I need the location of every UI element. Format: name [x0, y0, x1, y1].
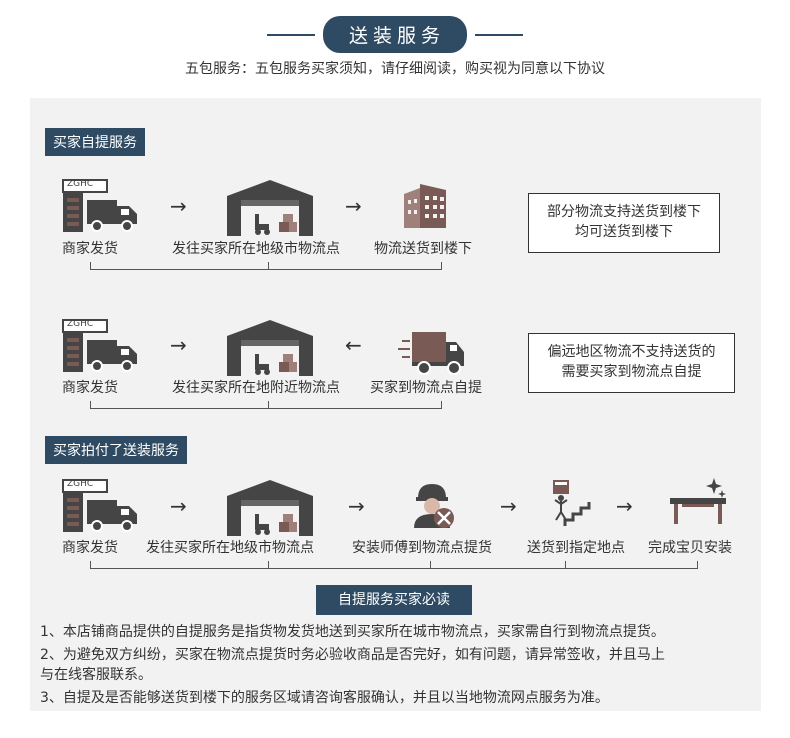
page-subtitle: 五包服务：五包服务买家须知，请仔细阅读，购买视为同意以下协议 [185, 61, 605, 77]
row1-note-line1: 部分物流支持送货到楼下 [547, 204, 701, 220]
page-title: 送装服务 [322, 16, 467, 53]
row1-step1-label: 商家发货 [62, 241, 118, 257]
row1-note: 部分物流支持送货到楼下 均可送货到楼下 [528, 193, 720, 253]
section2-step3-label: 安装师傅到物流点提货 [352, 540, 492, 556]
section-tag-delivery-install: 买家拍付了送装服务 [45, 436, 187, 464]
row2-note-line1: 偏远地区物流不支持送货的 [547, 344, 716, 360]
arrow-right-icon: → [345, 194, 362, 218]
truck-logo-text: ZGHC [67, 179, 94, 189]
title-wrap: 送装服务 [0, 16, 790, 53]
row1-step2-label: 发往买家所在地级市物流点 [172, 241, 340, 257]
arrow-right-icon: → [616, 494, 633, 518]
row2-bracket [90, 401, 442, 409]
row1-note-line2: 均可送货到楼下 [575, 224, 673, 240]
shipping-truck-icon: ZGHC [60, 178, 142, 234]
row2-step1-label: 商家发货 [62, 380, 118, 396]
title-line-left [266, 33, 315, 36]
rule-item: 3、自提及是否能够送货到楼下的服务区域请咨询客服确认，并且以当地物流网点服务为准… [40, 690, 609, 706]
arrow-right-icon: → [170, 333, 187, 357]
row2-step3-label: 买家到物流点自提 [370, 380, 482, 396]
section2-step1-label: 商家发货 [62, 540, 118, 556]
title-line-right [475, 33, 523, 36]
fast-delivery-truck-icon [398, 326, 468, 376]
row2-bracket-tick [268, 401, 269, 409]
table-installed-icon [668, 476, 728, 526]
warehouse-icon [225, 318, 315, 378]
rule-item: 2、为避免双方纠纷，买家在物流点提货时务必验收商品是否完好，如有问题，请异常签收… [40, 647, 665, 663]
truck-logo-text: ZGHC [67, 319, 94, 329]
must-read-tag: 自提服务买家必读 [316, 585, 472, 615]
warehouse-icon [225, 178, 315, 238]
rule-item: 与在线客服联系。 [40, 667, 152, 683]
section2-bracket [90, 561, 698, 569]
row1-bracket [90, 262, 442, 270]
header: 送装服务 五包服务：五包服务买家须知，请仔细阅读，购买视为同意以下协议 [0, 0, 790, 110]
section2-step2-label: 发往买家所在地级市物流点 [146, 540, 314, 556]
arrow-left-icon: ← [345, 333, 362, 357]
warehouse-icon [225, 478, 315, 538]
rule-item: 1、本店铺商品提供的自提服务是指货物发货地送到买家所在城市物流点，买家需自行到物… [40, 624, 665, 640]
row2-step2-label: 发往买家所在地附近物流点 [172, 380, 340, 396]
arrow-right-icon: → [500, 494, 517, 518]
arrow-right-icon: → [170, 194, 187, 218]
delivery-stairs-icon [543, 478, 593, 528]
row2-note-line2: 需要买家到物流点自提 [561, 364, 702, 380]
section2-bracket-tick [430, 561, 431, 569]
section-tag-self-pickup: 买家自提服务 [45, 128, 145, 156]
row2-note: 偏远地区物流不支持送货的 需要买家到物流点自提 [528, 333, 735, 393]
row1-bracket-tick [268, 262, 269, 270]
truck-logo-text: ZGHC [67, 479, 94, 489]
shipping-truck-icon: ZGHC [60, 478, 142, 534]
installer-worker-icon [408, 480, 458, 530]
section2-step5-label: 完成宝贝安装 [648, 540, 732, 556]
section2-step4-label: 送货到指定地点 [527, 540, 625, 556]
row1-step3-label: 物流送货到楼下 [374, 241, 472, 257]
section2-bracket-tick [565, 561, 566, 569]
building-icon [400, 180, 450, 230]
rules-list: 1、本店铺商品提供的自提服务是指货物发货地送到买家所在城市物流点，买家需自行到物… [40, 622, 760, 711]
shipping-truck-icon: ZGHC [60, 318, 142, 374]
arrow-right-icon: → [170, 494, 187, 518]
arrow-right-icon: → [348, 494, 365, 518]
section2-bracket-tick [268, 561, 269, 569]
